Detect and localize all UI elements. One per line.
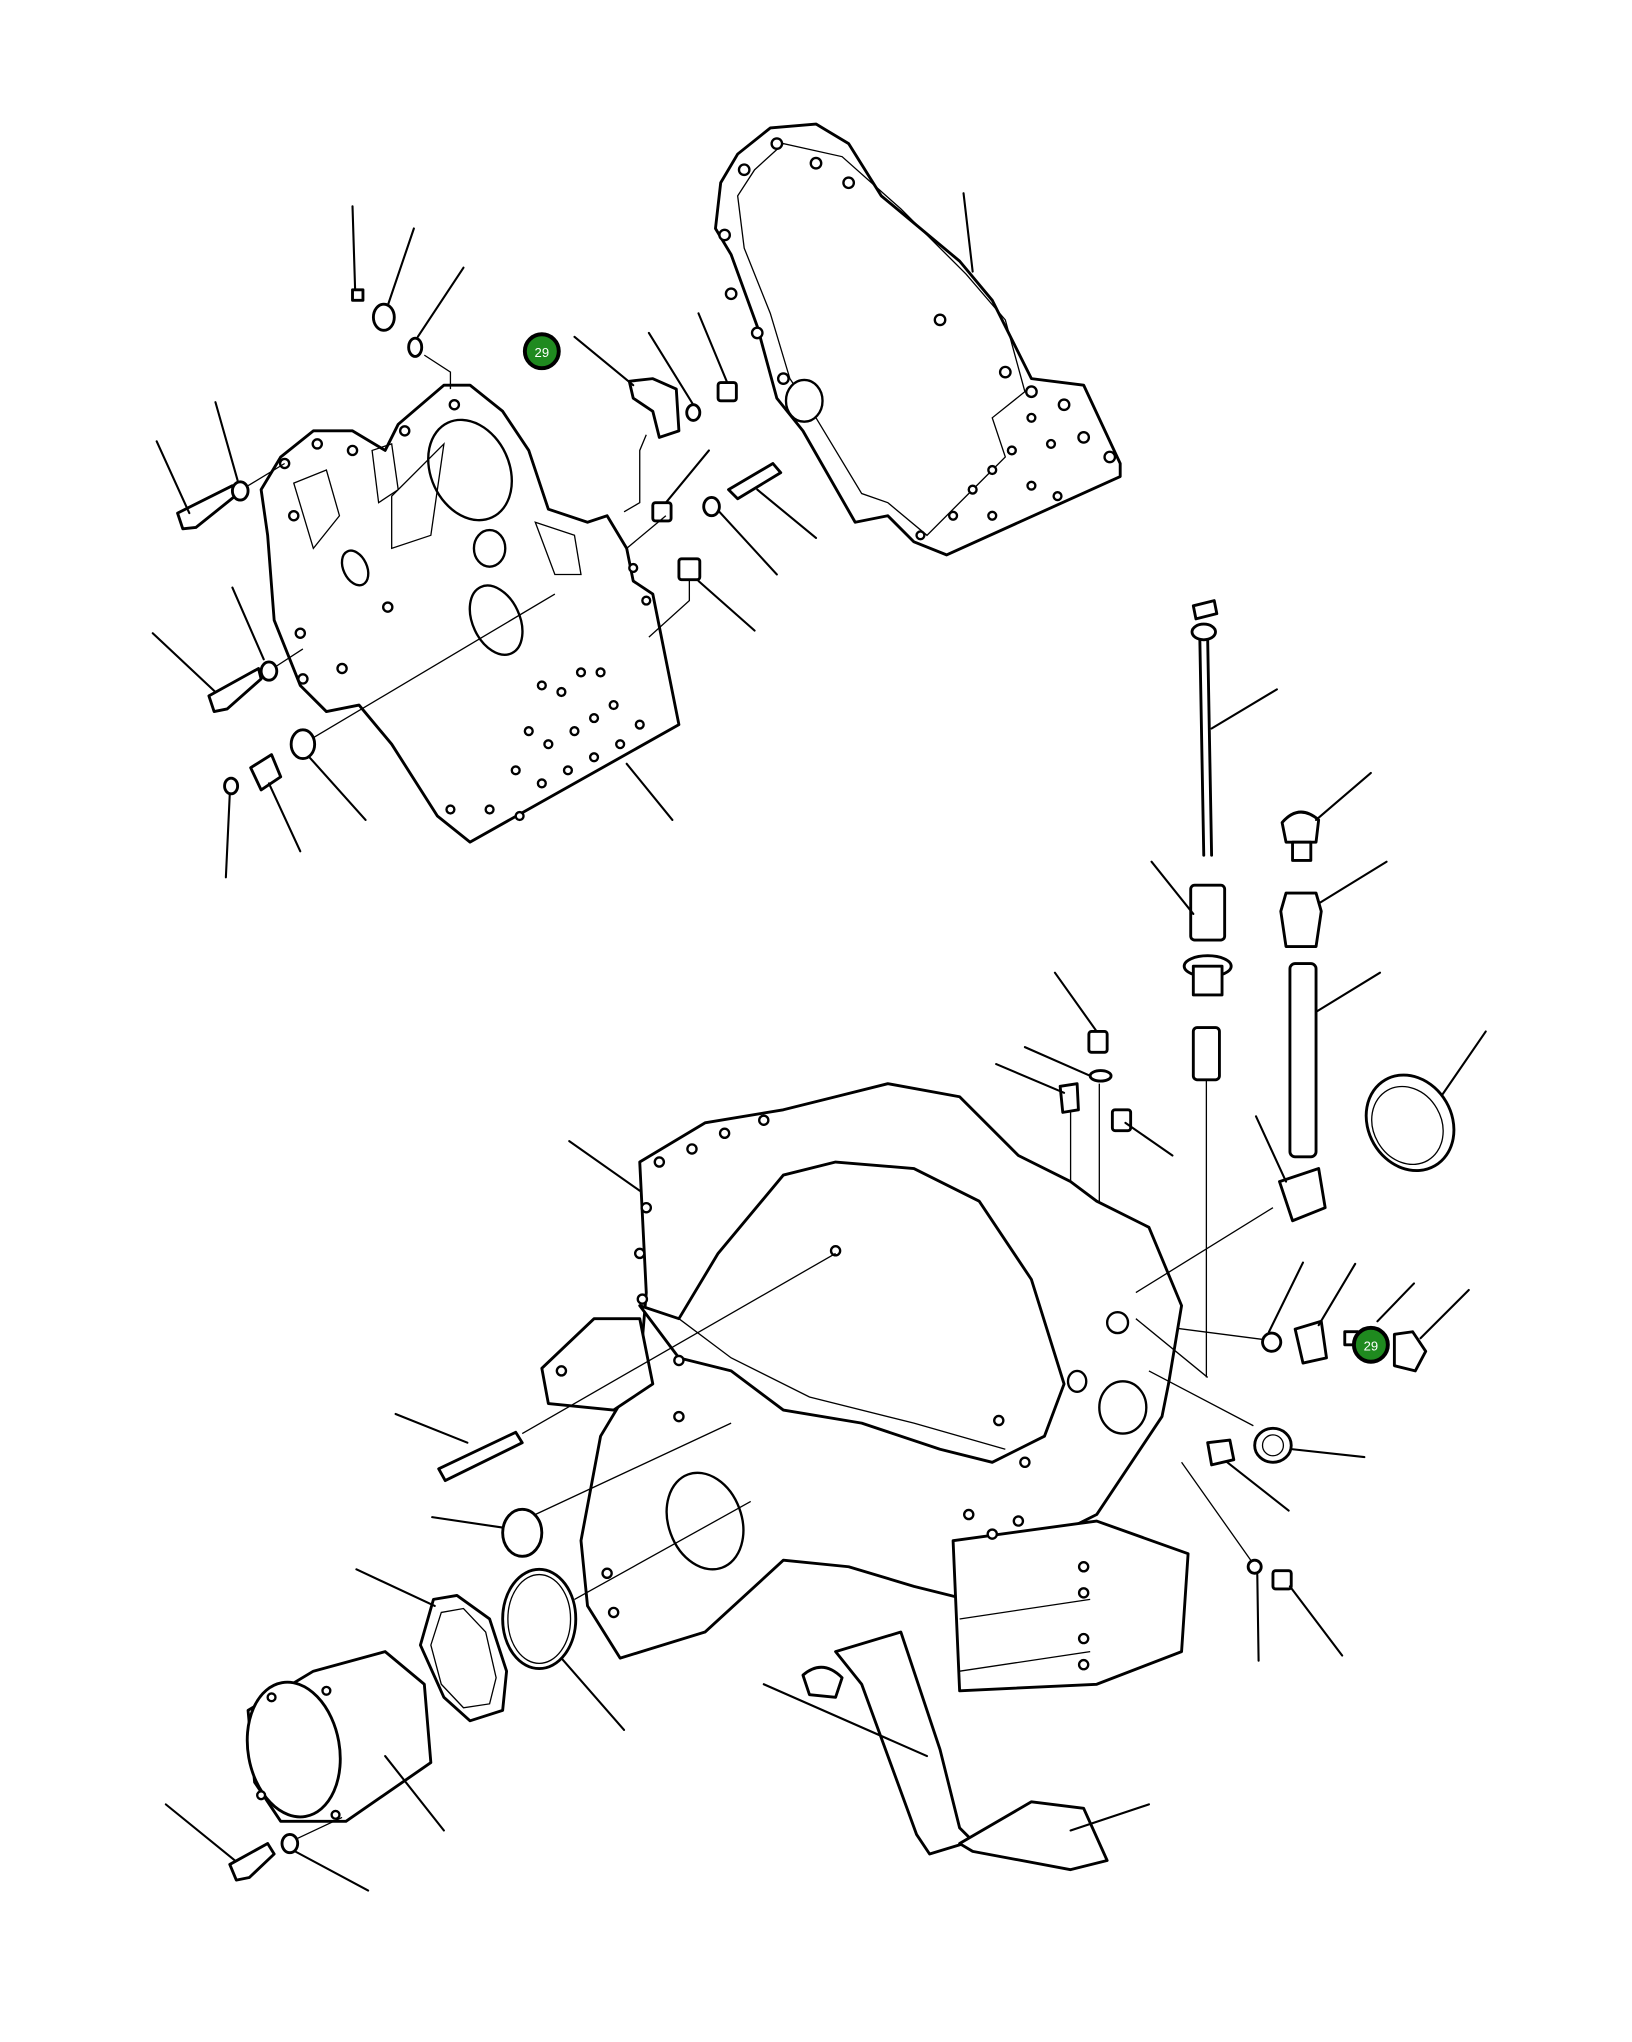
cover-gasket[interactable]	[714, 122, 1122, 557]
right-sensor-assembly[interactable]	[1122, 1261, 1470, 1373]
callout-badge-right[interactable]: 29	[1351, 1325, 1390, 1364]
front-cover-plate[interactable]	[259, 383, 681, 844]
filler-cap-and-tube[interactable]	[1254, 771, 1388, 1223]
right-plugs[interactable]	[1148, 1370, 1366, 1662]
flywheel-housing[interactable]	[521, 1082, 1274, 1699]
upper-fasteners[interactable]	[351, 205, 818, 638]
seal-ring[interactable]	[1349, 1030, 1487, 1186]
dipstick-and-tube[interactable]	[1150, 599, 1278, 1378]
bracket[interactable]	[573, 335, 681, 513]
sensor-fasteners[interactable]	[995, 971, 1174, 1358]
o-ring-large[interactable]	[501, 1500, 752, 1731]
filter-cover-gasket[interactable]	[355, 1568, 509, 1723]
filter-cover[interactable]	[237, 1650, 445, 1832]
callout-label: 29	[1364, 1339, 1379, 1354]
left-bolts[interactable]	[151, 401, 556, 879]
callout-badge-upper[interactable]: 29	[522, 332, 561, 371]
filter-cover-bolt[interactable]	[164, 1803, 370, 1892]
callout-label: 29	[535, 345, 550, 360]
pedal-bracket[interactable]	[762, 1630, 1150, 1872]
o-ring-small[interactable]	[431, 1422, 732, 1558]
dowel-pin[interactable]	[394, 1412, 524, 1483]
